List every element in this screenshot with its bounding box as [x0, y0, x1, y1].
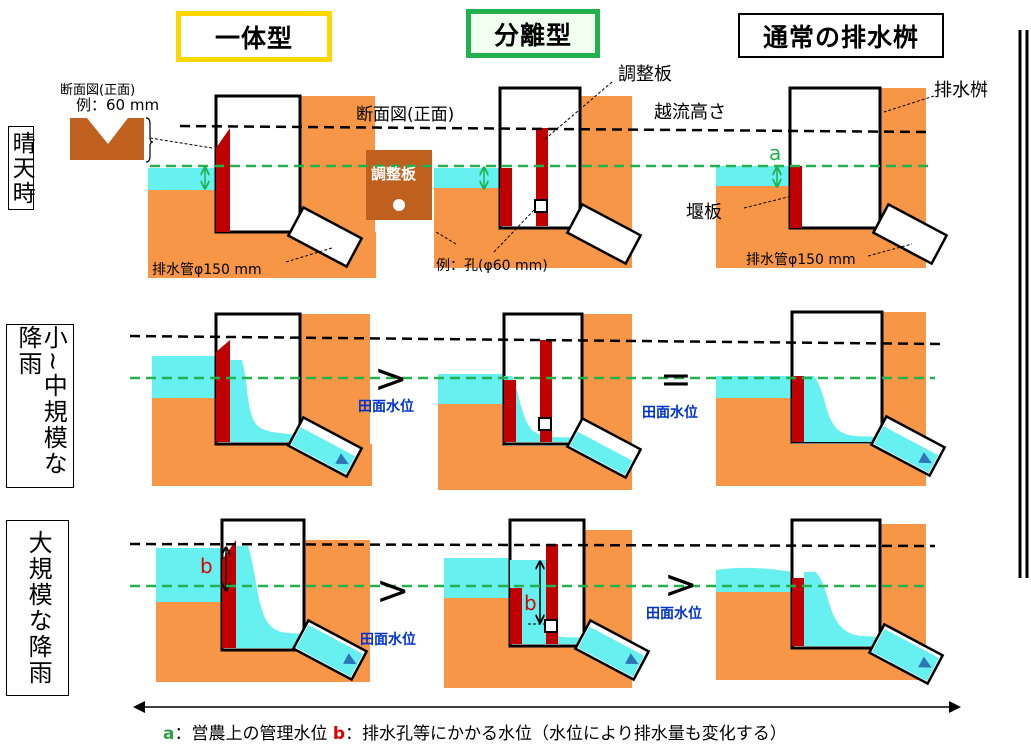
label-drain-basin: 排水桝: [934, 80, 988, 101]
header-separated: 分離型: [466, 9, 600, 58]
label-field-level-1: 田面水位: [358, 398, 414, 415]
label-hole-example: 例：孔(φ60 mm): [436, 258, 548, 274]
label-weir-plate: 堰板: [686, 202, 722, 223]
notch-inset: [70, 117, 213, 163]
row2-overflow-line: [129, 334, 941, 346]
symbol-gt-3: >: [664, 562, 698, 608]
label-marker-b1: b: [200, 554, 213, 578]
label-cross-section-small: 断面図(正面): [60, 83, 135, 98]
row3-separated-diagram: [444, 518, 651, 688]
row1-integrated-diagram: [148, 94, 376, 278]
footnote: a：営農上の管理水位 b：排水孔等にかかる水位（水位により排水量も変化する）: [163, 719, 787, 744]
label-marker-b2: b: [524, 591, 537, 615]
label-cross-section: 断面図(正面): [356, 105, 454, 125]
adjust-plate-inset: [366, 150, 432, 220]
row1-separated-diagram: [434, 86, 643, 268]
label-overflow-height: 越流高さ: [654, 102, 726, 123]
label-drain-pipe-right: 排水管φ150 mm: [746, 252, 856, 268]
row-label-small-medium: 小~中規模な降雨: [6, 324, 74, 488]
row3-normal-diagram: [716, 518, 945, 686]
row-label-sunny: 晴天時: [8, 126, 34, 210]
row-label-large: 大規模な降雨: [6, 520, 69, 696]
label-drain-pipe-left: 排水管φ150 mm: [152, 262, 262, 278]
header-normal: 通常の排水桝: [738, 13, 944, 58]
right-edge-marks: [1018, 30, 1029, 578]
footnote-b-text: ：排水孔等にかかる水位（水位により排水量も変化する）: [345, 724, 787, 744]
row-label-large-text: 大規模な降雨: [24, 530, 53, 686]
row-label-small-medium-text: 小~中規模な降雨: [14, 325, 68, 478]
row1-overflow-line: [179, 124, 931, 134]
header-integrated: 一体型: [176, 11, 332, 62]
row1-normal-diagram: [716, 86, 949, 268]
leader-lines: [285, 81, 935, 263]
footnote-a-text: ：営農上の管理水位: [174, 724, 333, 744]
label-field-level-2: 田面水位: [642, 404, 698, 421]
row2-normal-diagram: [716, 310, 947, 486]
label-marker-a: a: [769, 141, 781, 165]
label-adjust-plate-top: 調整板: [618, 64, 672, 85]
footnote-a-key: a: [163, 724, 175, 744]
row-label-sunny-text: 晴天時: [8, 130, 35, 206]
row2-integrated-diagram: [152, 312, 372, 486]
label-field-level-3: 田面水位: [360, 631, 416, 648]
footnote-b-key: b: [332, 724, 346, 744]
row3-overflow-line: [129, 542, 936, 548]
label-example-60mm: 例：60 mm: [76, 96, 159, 114]
symbol-gt-1: >: [374, 356, 408, 402]
label-field-level-4: 田面水位: [646, 605, 702, 622]
label-adjust-plate-box: 調整板: [371, 165, 417, 183]
symbol-gt-2: >: [376, 568, 410, 614]
symbol-eq-1: =: [660, 357, 692, 401]
